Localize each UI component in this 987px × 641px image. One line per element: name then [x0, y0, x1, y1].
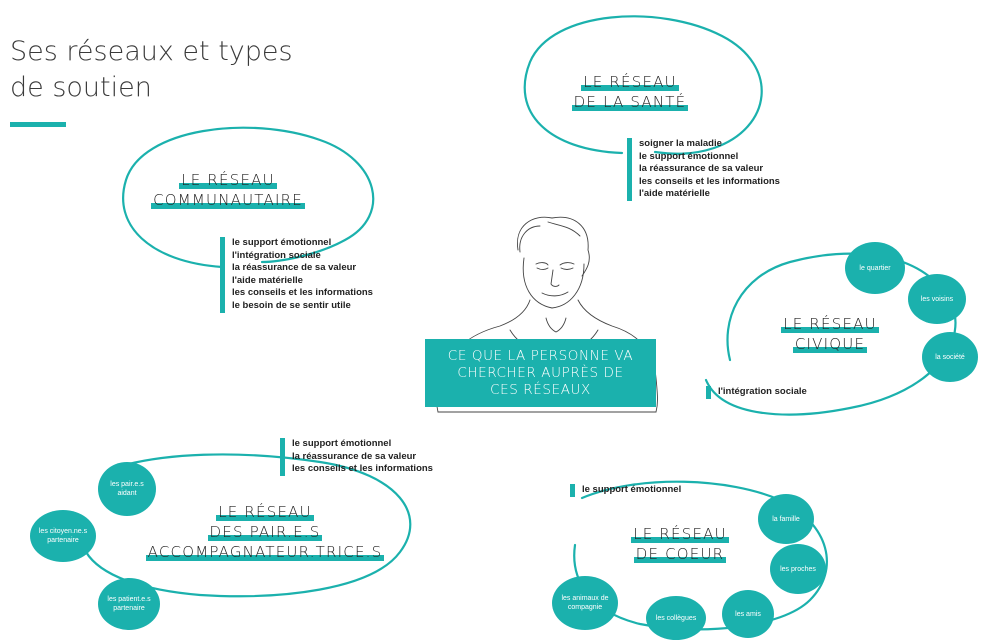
- bubble-collegues: les collègues: [646, 596, 706, 640]
- list-item: les conseils et les informations: [292, 463, 433, 475]
- civique-support-list: l'intégration sociale: [706, 386, 807, 399]
- list-item: le support émotionnel: [639, 150, 739, 162]
- sante-title-line-1: LE RÉSEAU: [581, 73, 679, 91]
- sante-network-title: LE RÉSEAU DE LA SANTÉ: [545, 72, 715, 112]
- pairs-title-line-3: ACCOMPAGNATEUR.TRICE.S: [145, 543, 385, 561]
- pairs-support-list: le support émotionnel la réassurance de …: [280, 438, 433, 476]
- civique-network-title: LE RÉSEAU CIVIQUE: [770, 314, 890, 354]
- center-question-box: CE QUE LA PERSONNE VA CHERCHER AUPRÈS DE…: [425, 339, 656, 407]
- bubble-societe: la société: [922, 332, 978, 382]
- list-item: la réassurance de sa valeur: [639, 163, 764, 175]
- coeur-support-list: le support émotionnel: [570, 484, 681, 497]
- center-line-2: CHERCHER AUPRÈS DE: [457, 364, 624, 381]
- communautaire-network-title: LE RÉSEAU COMMUNAUTAIRE: [130, 170, 326, 210]
- bubble-animaux: les animaux de compagnie: [552, 576, 618, 630]
- title-underline: [10, 122, 66, 127]
- list-item: les conseils et les informations: [639, 175, 780, 187]
- page-title: Ses réseaux et types de soutien: [10, 36, 293, 103]
- bubble-amis: les amis: [722, 590, 774, 638]
- communautaire-support-list: le support émotionnel l'intégration soci…: [220, 237, 373, 313]
- civique-title-line-2: CIVIQUE: [792, 335, 868, 353]
- coeur-network-title: LE RÉSEAU DE COEUR: [620, 524, 740, 564]
- bubble-pairs-aidant: les pair.e.s aidant: [98, 462, 156, 516]
- communautaire-ellipse: [122, 126, 375, 269]
- bubble-voisins: les voisins: [908, 274, 966, 324]
- list-item: le support émotionnel: [582, 484, 682, 495]
- communautaire-title-line-2: COMMUNAUTAIRE: [151, 191, 305, 209]
- coeur-title-line-1: LE RÉSEAU: [631, 525, 729, 543]
- list-item: l'aide matérielle: [639, 188, 710, 200]
- bubble-patients-partenaire: les patient.e.s partenaire: [98, 578, 160, 630]
- list-item: l'intégration sociale: [718, 386, 807, 397]
- sante-title-line-2: DE LA SANTÉ: [571, 93, 689, 111]
- civique-title-line-1: LE RÉSEAU: [781, 315, 879, 333]
- communautaire-title-line-1: LE RÉSEAU: [179, 171, 277, 189]
- list-item: les conseils et les informations: [232, 287, 373, 299]
- list-item: le besoin de se sentir utile: [232, 299, 351, 311]
- sante-ellipse: [523, 15, 763, 155]
- bubble-famille: la famille: [758, 494, 814, 544]
- bubble-quartier: le quartier: [845, 242, 905, 294]
- list-item: la réassurance de sa valeur: [232, 262, 357, 274]
- pairs-title-line-1: LE RÉSEAU: [216, 503, 314, 521]
- pairs-title-line-2: DES PAIR.E.S: [207, 523, 323, 541]
- center-line-3: CES RÉSEAUX: [490, 381, 591, 398]
- coeur-title-line-2: DE COEUR: [633, 545, 727, 563]
- list-item: la réassurance de sa valeur: [292, 450, 417, 462]
- pairs-network-title: LE RÉSEAU DES PAIR.E.S ACCOMPAGNATEUR.TR…: [140, 502, 390, 562]
- bubble-citoyens-partenaire: les citoyen.ne.s partenaire: [30, 510, 96, 562]
- sante-support-list: soigner la maladie le support émotionnel…: [627, 138, 780, 201]
- list-item: soigner la maladie: [639, 138, 722, 149]
- pairs-ellipse: [84, 453, 412, 598]
- list-item: le support émotionnel: [292, 438, 392, 449]
- bubble-proches: les proches: [770, 544, 826, 594]
- list-item: l'aide matérielle: [232, 274, 303, 286]
- center-line-1: CE QUE LA PERSONNE VA: [447, 347, 634, 364]
- list-item: le support émotionnel: [232, 237, 332, 248]
- list-item: l'intégration sociale: [232, 249, 321, 261]
